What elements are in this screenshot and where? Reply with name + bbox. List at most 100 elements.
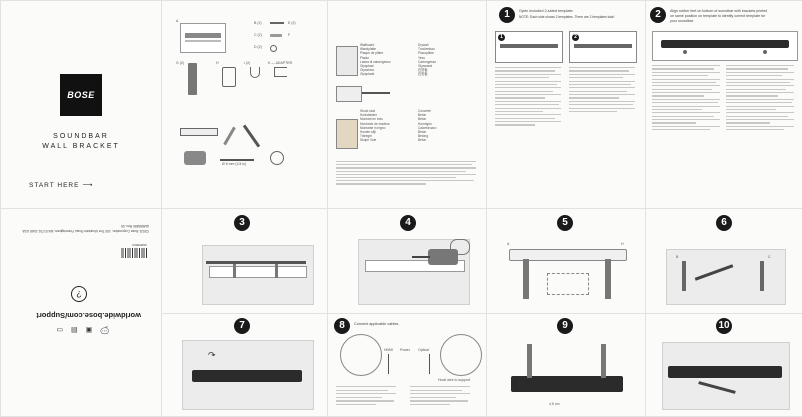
step4-panel: 4	[327, 208, 487, 314]
step6-label-c: C	[768, 255, 771, 259]
step5-label-h: H	[621, 242, 624, 246]
copyright-rev: AM855890 Rev. 00	[121, 224, 149, 228]
support-url[interactable]: worldwide.bose.com/Support	[36, 311, 141, 320]
step6-wall	[666, 249, 786, 305]
arrow-right-icon: ⟶	[82, 182, 93, 189]
step8-number: 8	[334, 318, 350, 334]
cable-label-hdmi: HDMI	[384, 348, 393, 352]
step2-multilingual-text	[652, 65, 722, 133]
step2-multilingual-text-2	[726, 65, 796, 133]
step2-number: 2	[650, 7, 666, 23]
part-b-label: B (2)	[254, 21, 262, 25]
step10-panel: 10	[645, 313, 802, 417]
parts-panel: A B (2) C (2) D (2) E (2) F G (2) H I (2…	[161, 0, 328, 209]
step1-multilingual-text-2	[569, 67, 639, 114]
barcode	[121, 248, 147, 258]
step6-number: 6	[716, 215, 732, 231]
step2-panel: 2 Align rubber feet on bottom of soundba…	[645, 0, 802, 209]
drill-diagram-1	[336, 86, 362, 102]
step10-soundbar	[668, 366, 782, 378]
start-here-label: START HERE	[29, 181, 80, 189]
drill-icon	[428, 249, 458, 265]
bose-logo-text: BOSE	[67, 90, 95, 100]
template-illustration	[180, 23, 226, 53]
tape-measure-icon	[270, 151, 284, 165]
start-here: START HERE ⟶	[29, 181, 93, 190]
step9-soundbar	[511, 376, 623, 392]
bracket-right	[605, 259, 611, 299]
step1-title: Open included 2-sided template.	[519, 9, 574, 13]
support-icons: 💬 ▣ ▤ ▭	[56, 326, 109, 334]
cable-zoom-circle-2	[440, 334, 482, 376]
step3-number: 3	[234, 215, 250, 231]
wall-plate-icon	[547, 273, 589, 295]
cable-lines	[388, 354, 430, 374]
screwdriver-icon	[242, 124, 261, 148]
part-h-label: H	[216, 61, 219, 65]
step6-label-b: B	[676, 255, 679, 259]
step5-panel: 5 A H	[486, 208, 646, 314]
step7-number: 7	[234, 318, 250, 334]
part-c-label: C (2)	[254, 33, 262, 37]
drill-bit-icon	[220, 159, 254, 161]
step8-panel: 8 Connect applicable cables. Hook wire t…	[327, 313, 487, 417]
step1-note: NOTE: Each side shows 2 templates. There…	[519, 15, 615, 19]
step3-panel: 3	[161, 208, 328, 314]
step9-number: 9	[557, 318, 573, 334]
template-sheet-2: 2	[569, 31, 637, 63]
step1-multilingual-text	[495, 67, 637, 128]
step6-panel: 6 B C	[645, 208, 802, 314]
warning-text-block	[336, 161, 478, 187]
step8-title: Connect applicable cables.	[354, 322, 400, 326]
part-k-label: K — ADAPTER	[268, 61, 293, 65]
hand-icon	[450, 239, 470, 255]
step10-number: 10	[716, 318, 732, 334]
step8-multilingual-text-2	[410, 386, 480, 407]
adapter-icon	[274, 67, 287, 77]
stud-diagram	[336, 119, 358, 149]
product-title-line1: SOUNDBAR	[53, 133, 109, 140]
step9-bracket-left	[527, 344, 532, 378]
drill-bit-size: Ø 6 mm (1/4 in)	[222, 162, 247, 166]
step1-number: 1	[499, 7, 515, 23]
product-title-line2: WALL BRACKET	[42, 143, 120, 150]
user-guide-icon: ▤	[71, 326, 78, 333]
step8-multilingual-text	[336, 386, 406, 407]
part-e-label: E (2)	[288, 21, 296, 25]
step9-bracket-right	[601, 344, 606, 378]
question-icon: ?	[71, 286, 87, 302]
screw-icon	[270, 22, 284, 24]
step7-soundbar	[192, 370, 302, 382]
washer-icon	[270, 45, 277, 52]
chat-icon: 💬	[100, 326, 109, 333]
drill-icon	[184, 151, 206, 165]
bracket-arm-icon	[222, 67, 236, 87]
step2-title-line3: your soundbar.	[670, 19, 694, 23]
cable-label-power: Power	[400, 348, 410, 352]
screw-bracket-right	[760, 261, 764, 291]
step1-panel: 1 Open included 2-sided template. NOTE: …	[486, 0, 646, 209]
bose-logo: BOSE	[60, 74, 102, 116]
copyright-text: ©2021 Bose Corporation, 100 The Mountain…	[22, 229, 149, 233]
callout-2: 2	[572, 34, 579, 41]
step9-panel: 9 4.5 cm	[486, 313, 646, 417]
wall-bracket-icon	[188, 63, 197, 95]
part-g-label: G (2)	[176, 61, 184, 65]
template-sheet-1: 1	[495, 31, 563, 63]
anchor-icon	[270, 34, 282, 37]
level-tool-icon	[180, 128, 218, 136]
step3-wall	[202, 245, 314, 305]
step2-title-line1: Align rubber feet on bottom of soundbar …	[670, 9, 768, 13]
soundbar-on-template	[652, 31, 798, 61]
step2-title-line2: on same position on template to identify…	[670, 14, 766, 18]
back-cover-panel: ©2021 Bose Corporation, 100 The Mountain…	[0, 208, 162, 417]
screw-bracket-left	[682, 261, 686, 291]
step5-number: 5	[557, 215, 573, 231]
bracket-left	[523, 259, 529, 299]
step9-clearance: 4.5 cm	[549, 402, 560, 406]
